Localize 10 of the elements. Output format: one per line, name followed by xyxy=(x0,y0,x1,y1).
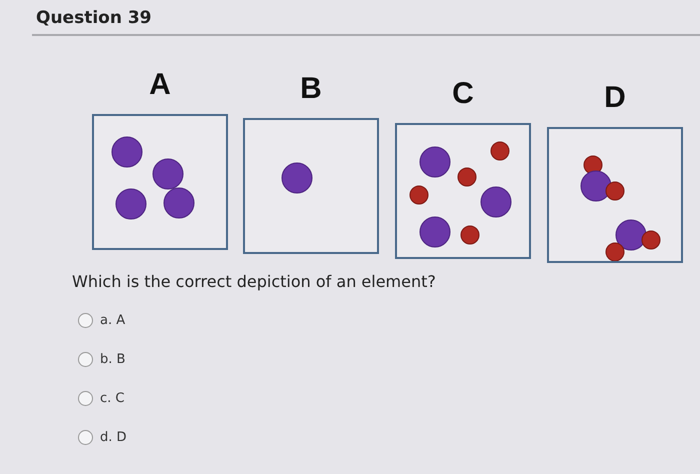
option-letter: C xyxy=(451,77,475,111)
option-label: a. A xyxy=(100,313,126,328)
option-label: c. C xyxy=(100,391,124,406)
option-label: d. D xyxy=(100,430,127,445)
option-label: b. B xyxy=(100,352,126,367)
option-letter: B xyxy=(299,72,323,106)
question-title: Question 39 xyxy=(36,8,152,28)
option-letter: D xyxy=(603,81,627,115)
question-text: Which is the correct depiction of an element? xyxy=(72,272,436,291)
option-letter: A xyxy=(148,68,172,102)
